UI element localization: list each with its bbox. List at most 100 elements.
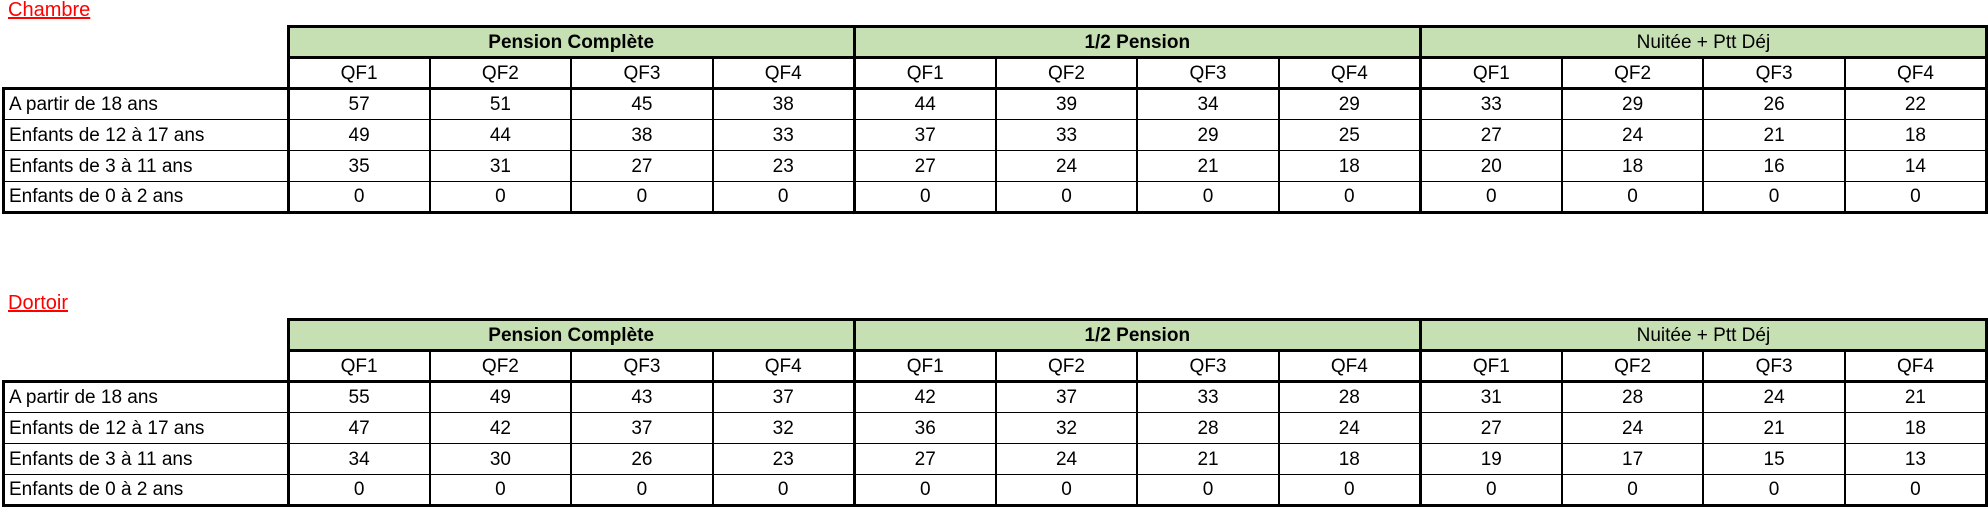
price-cell: 0 (1843, 474, 1988, 507)
price-cell: 32 (711, 412, 856, 444)
row-label: Enfants de 3 à 11 ans (2, 443, 290, 475)
group-header: 1/2 Pension (852, 318, 1422, 352)
price-cell: 27 (1418, 412, 1563, 444)
price-cell: 0 (1418, 474, 1563, 507)
price-cell: 0 (286, 474, 431, 507)
qf-header: QF2 (428, 56, 573, 90)
price-cell: 27 (852, 150, 997, 182)
price-cell: 15 (1702, 443, 1846, 475)
group-header: Pension Complète (286, 25, 856, 59)
price-cell: 21 (1136, 150, 1280, 182)
price-cell: 0 (1277, 181, 1422, 214)
price-cell: 0 (852, 474, 997, 507)
qf-header: QF1 (1418, 56, 1563, 90)
qf-header: QF1 (852, 349, 997, 383)
price-cell: 38 (570, 119, 714, 151)
price-cell: 0 (1560, 181, 1705, 214)
price-cell: 29 (1560, 87, 1705, 120)
price-cell: 29 (1277, 87, 1422, 120)
price-cell: 0 (994, 181, 1139, 214)
price-cell: 0 (1136, 181, 1280, 214)
price-cell: 0 (570, 181, 714, 214)
corner-empty (4, 58, 289, 89)
price-cell: 32 (994, 412, 1139, 444)
row-label: Enfants de 3 à 11 ans (2, 150, 290, 182)
qf-header: QF4 (1277, 56, 1422, 90)
price-cell: 34 (1136, 87, 1280, 120)
qf-header: QF4 (1843, 349, 1988, 383)
price-cell: 21 (1702, 412, 1846, 444)
price-cell: 34 (286, 443, 431, 475)
price-cell: 0 (852, 181, 997, 214)
price-cell: 43 (570, 380, 714, 413)
qf-header: QF3 (1702, 349, 1846, 383)
price-cell: 49 (286, 119, 431, 151)
price-cell: 0 (994, 474, 1139, 507)
price-cell: 0 (286, 181, 431, 214)
price-cell: 0 (1843, 181, 1988, 214)
price-cell: 18 (1277, 150, 1422, 182)
qf-header: QF3 (1702, 56, 1846, 90)
price-cell: 49 (428, 380, 573, 413)
price-cell: 44 (852, 87, 997, 120)
group-header: 1/2 Pension (852, 25, 1422, 59)
qf-header: QF1 (1418, 349, 1563, 383)
corner-empty (4, 351, 289, 382)
section-title-dortoir: Dortoir (8, 292, 69, 314)
price-cell: 19 (1418, 443, 1563, 475)
price-cell: 27 (570, 150, 714, 182)
price-cell: 42 (428, 412, 573, 444)
price-cell: 26 (1702, 87, 1846, 120)
price-cell: 57 (286, 87, 431, 120)
price-cell: 33 (994, 119, 1139, 151)
price-cell: 17 (1560, 443, 1705, 475)
price-cell: 29 (1136, 119, 1280, 151)
price-cell: 28 (1136, 412, 1280, 444)
price-cell: 0 (1702, 181, 1846, 214)
qf-header: QF2 (994, 349, 1139, 383)
row-label: Enfants de 12 à 17 ans (2, 412, 290, 444)
qf-header: QF3 (570, 56, 714, 90)
row-label: Enfants de 0 à 2 ans (2, 474, 290, 507)
price-cell: 0 (1136, 474, 1280, 507)
price-cell: 37 (994, 380, 1139, 413)
price-cell: 55 (286, 380, 431, 413)
price-cell: 18 (1277, 443, 1422, 475)
group-header: Nuitée + Ptt Déj (1418, 318, 1988, 352)
price-cell: 0 (1560, 474, 1705, 507)
group-header: Nuitée + Ptt Déj (1418, 25, 1988, 59)
price-cell: 21 (1843, 380, 1988, 413)
price-cell: 37 (852, 119, 997, 151)
qf-header: QF3 (1136, 349, 1280, 383)
row-label: A partir de 18 ans (2, 87, 290, 120)
price-cell: 0 (711, 474, 856, 507)
qf-header: QF4 (711, 56, 856, 90)
price-cell: 33 (711, 119, 856, 151)
price-cell: 38 (711, 87, 856, 120)
price-cell: 23 (711, 443, 856, 475)
qf-header: QF1 (852, 56, 997, 90)
price-cell: 24 (994, 150, 1139, 182)
price-cell: 0 (1418, 181, 1563, 214)
row-label: Enfants de 12 à 17 ans (2, 119, 290, 151)
price-cell: 13 (1843, 443, 1988, 475)
price-cell: 37 (570, 412, 714, 444)
price-cell: 27 (852, 443, 997, 475)
price-cell: 23 (711, 150, 856, 182)
price-cell: 37 (711, 380, 856, 413)
price-cell: 33 (1136, 380, 1280, 413)
row-label: A partir de 18 ans (2, 380, 290, 413)
price-cell: 0 (428, 181, 573, 214)
price-cell: 39 (994, 87, 1139, 120)
qf-header: QF2 (994, 56, 1139, 90)
price-cell: 51 (428, 87, 573, 120)
price-cell: 18 (1560, 150, 1705, 182)
